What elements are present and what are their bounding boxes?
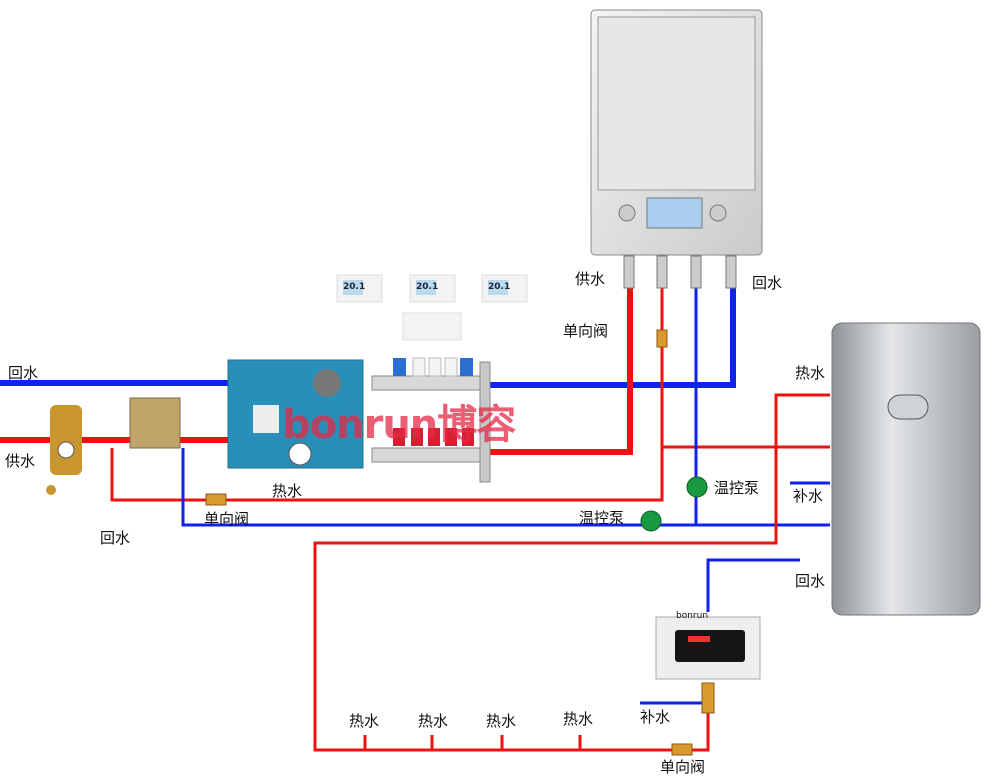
hot-water-loop	[110, 288, 664, 502]
label-return-bottom-left: 回水	[100, 529, 131, 547]
label-check-valve-top: 单向阀	[563, 322, 609, 340]
check-valve-bottom-icon	[671, 743, 693, 756]
dirt-separator	[46, 405, 82, 495]
controller-brand: bonrun	[676, 611, 709, 621]
label-boiler-return: 回水	[752, 274, 783, 292]
thermo-pump-right-icon	[686, 476, 708, 498]
branches	[363, 735, 582, 750]
water-filter	[129, 397, 181, 449]
label-branch-hot-2: 热水	[418, 712, 449, 730]
thermo-pump-left-icon	[640, 510, 662, 532]
check-valve-top-icon	[656, 329, 668, 348]
supply-pipe-boiler	[490, 288, 633, 455]
label-branch-hot-4: 热水	[563, 710, 594, 728]
label-hot-water-mid: 热水	[272, 482, 303, 500]
water-tank	[831, 322, 981, 616]
thermostat-2-display: 20.1	[416, 282, 439, 292]
label-left-supply: 供水	[5, 452, 36, 470]
check-valve-left-icon	[205, 493, 227, 506]
label-tank-hot: 热水	[795, 364, 826, 382]
label-left-return: 回水	[8, 364, 39, 382]
manifold	[371, 357, 491, 483]
label-tank-return: 回水	[795, 572, 826, 590]
label-thermo-pump-right: 温控泵	[714, 479, 760, 497]
label-check-valve-bottom: 单向阀	[660, 758, 706, 776]
label-branch-hot-3: 热水	[486, 712, 517, 730]
label-boiler-supply: 供水	[575, 270, 606, 288]
thermostat-3-display: 20.1	[488, 282, 511, 292]
thermostat-1-display: 20.1	[343, 282, 366, 292]
hot-water-out	[313, 393, 830, 752]
return-pipe-boiler	[490, 288, 736, 388]
label-thermo-pump-left: 温控泵	[579, 509, 625, 527]
brand-watermark: bonrun博容	[282, 402, 516, 448]
label-makeup-bottom: 补水	[640, 708, 671, 726]
label-branch-hot-1: 热水	[349, 712, 380, 730]
controller-return	[706, 558, 800, 612]
mixing-module	[227, 359, 364, 469]
wall-boiler	[590, 9, 763, 289]
tee-fitting	[701, 682, 715, 714]
label-tank-makeup: 补水	[793, 487, 824, 505]
controller-unit	[655, 616, 761, 680]
return-loop	[181, 448, 830, 527]
label-check-valve-left: 单向阀	[204, 510, 250, 528]
